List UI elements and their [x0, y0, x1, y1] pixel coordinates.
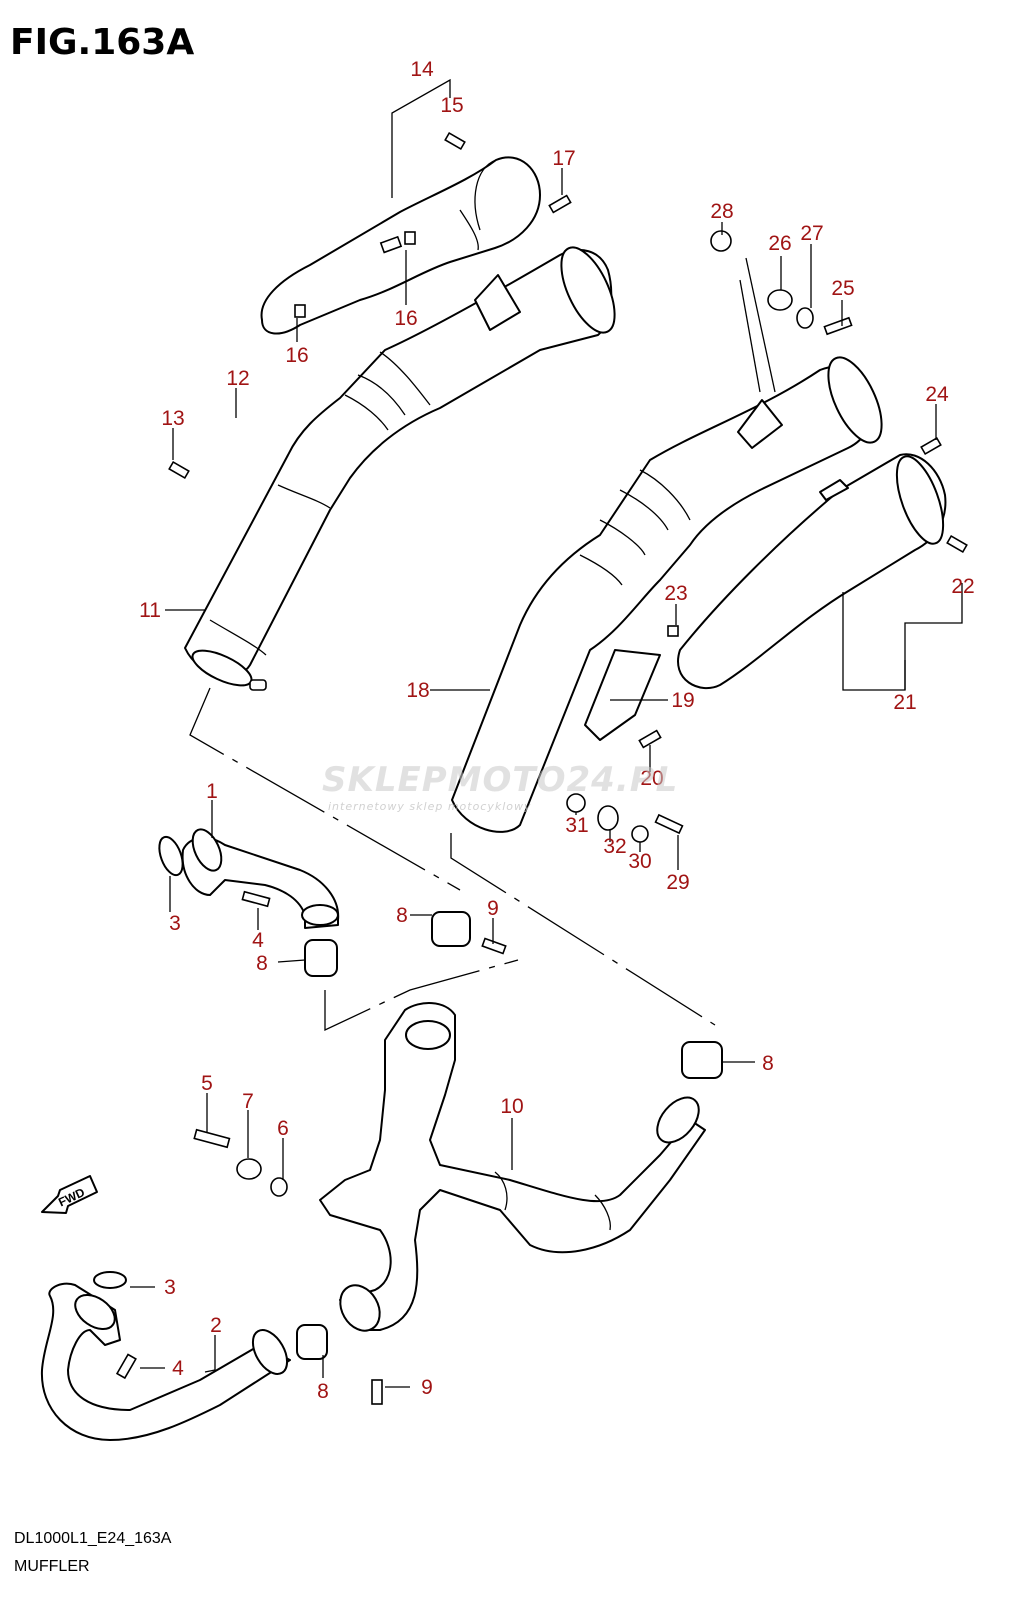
callout-23: 23 — [664, 582, 687, 605]
watermark-tagline: internetowy sklep motocyklowy — [328, 800, 532, 813]
callout-9: 9 — [421, 1376, 433, 1399]
callout-22: 22 — [951, 575, 974, 598]
callout-4: 4 — [172, 1357, 184, 1380]
gasket-upper — [158, 835, 184, 877]
callout-17: 17 — [552, 147, 575, 170]
connecting-pipe — [319, 1002, 706, 1332]
sleeve-d — [296, 1324, 328, 1360]
callout-25: 25 — [831, 277, 854, 300]
callout-15: 15 — [440, 94, 463, 117]
figure-code: DL1000L1_E24_163A — [14, 1530, 172, 1547]
figure-name: MUFFLER — [14, 1558, 90, 1575]
callout-20: 20 — [640, 767, 663, 790]
callout-24: 24 — [925, 383, 949, 406]
sleeve-b — [304, 939, 338, 977]
callout-13: 13 — [161, 407, 184, 430]
callout-18: 18 — [406, 679, 429, 702]
figure-title: FIG.163A — [10, 22, 195, 63]
dashed-alignment-lines — [189, 687, 716, 1032]
callout-16: 16 — [394, 307, 417, 330]
callout-11: 11 — [139, 599, 161, 622]
bolts — [115, 131, 968, 1405]
watermark: SKLEPMOTO24.PL — [322, 760, 679, 800]
callout-12: 12 — [226, 367, 249, 390]
muffler-right — [451, 356, 947, 833]
callout-labels: 1 2 3 3 4 4 5 6 7 8 8 8 8 8 9 9 10 11 12… — [139, 58, 975, 1403]
gasket-lower — [93, 1271, 127, 1289]
callout-30: 30 — [628, 850, 651, 873]
callout-6: 6 — [277, 1117, 289, 1140]
callout-9: 9 — [487, 897, 499, 920]
callout-28: 28 — [710, 200, 733, 223]
callout-32: 32 — [603, 835, 626, 858]
callout-4: 4 — [252, 929, 264, 952]
callout-3: 3 — [169, 912, 181, 935]
callout-31: 31 — [565, 814, 588, 837]
callout-27: 27 — [800, 222, 823, 245]
leader-lines — [130, 78, 963, 1388]
callout-5: 5 — [201, 1072, 213, 1095]
callout-2: 2 — [210, 1314, 222, 1337]
callout-8: 8 — [256, 952, 268, 975]
exhaust-pipe-rear — [181, 828, 340, 929]
fwd-arrow-icon: FWD — [41, 1175, 98, 1214]
callout-8: 8 — [317, 1380, 329, 1403]
callout-3: 3 — [164, 1276, 176, 1299]
callout-19: 19 — [671, 689, 694, 712]
callout-1: 1 — [206, 780, 218, 803]
callout-7: 7 — [242, 1090, 254, 1113]
callout-29: 29 — [666, 871, 689, 894]
callout-21: 21 — [893, 691, 916, 714]
callout-8: 8 — [396, 904, 408, 927]
callout-16: 16 — [285, 344, 308, 367]
callout-14: 14 — [410, 58, 434, 81]
heat-shield-upper — [260, 156, 541, 335]
sleeve-a — [431, 911, 471, 947]
callout-26: 26 — [768, 232, 791, 255]
sleeve-c — [681, 1041, 723, 1079]
exhaust-pipe-front — [40, 1282, 291, 1441]
callout-8: 8 — [762, 1052, 774, 1075]
muffler-left — [184, 246, 616, 691]
callout-10: 10 — [500, 1095, 523, 1118]
